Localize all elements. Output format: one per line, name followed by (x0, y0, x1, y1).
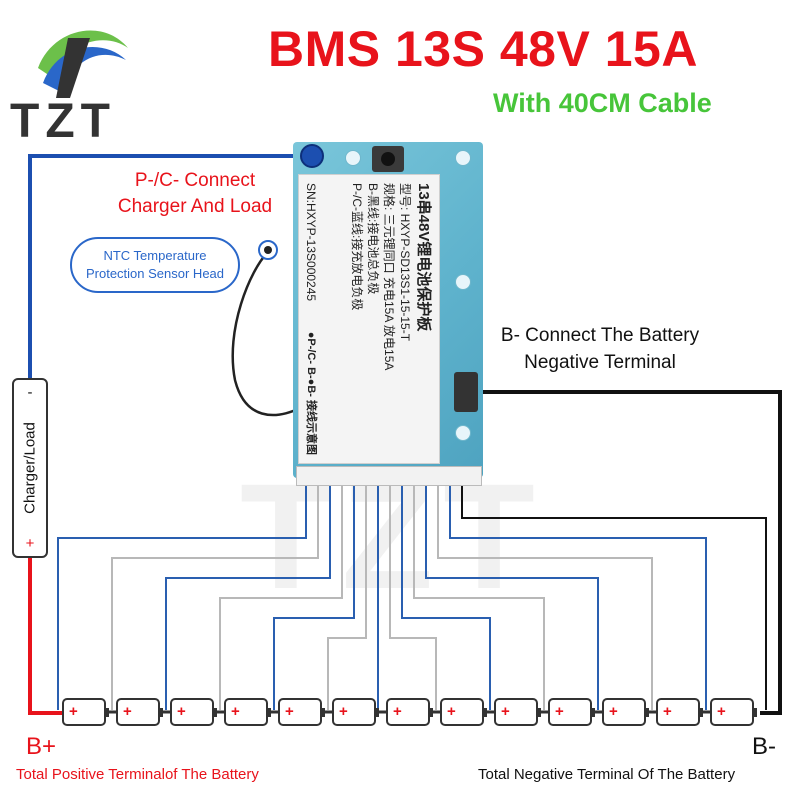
page-title: BMS 13S 48V 15A (268, 21, 698, 77)
sticker-wiring-diagram: 接线示意图 (305, 400, 317, 455)
battery-cell: + (170, 698, 217, 726)
charger-minus-label: - (27, 384, 33, 401)
battery-cell: + (62, 698, 109, 726)
pc-terminal-icon (300, 144, 324, 168)
ntc-line2: Protection Sensor Head (85, 266, 225, 281)
total-negative-label: Total Negative Terminal Of The Battery (478, 766, 736, 783)
b-connect-callout: B- Connect The Battery Negative Terminal (470, 322, 730, 376)
cell-plus: + (501, 703, 510, 720)
b-minus-label: B- (752, 733, 776, 760)
battery-cell: + (440, 698, 487, 726)
battery-negative-wire (478, 390, 782, 715)
b-plus-label: B+ (26, 733, 57, 760)
sticker-pc-mark: ●P-/C- (305, 331, 317, 365)
pc-connect-callout: P-/C- Connect Charger And Load (90, 168, 300, 220)
battery-cell: + (332, 698, 379, 726)
battery-cell: + (602, 698, 649, 726)
charger-load-box: - Charger/Load + (12, 378, 48, 558)
b-connect-line1: B- Connect The Battery (500, 325, 700, 346)
battery-cell: + (548, 698, 595, 726)
cell-plus: + (285, 703, 294, 720)
battery-cell: + (278, 698, 325, 726)
ntc-callout: NTC Temperature Protection Sensor Head (70, 237, 240, 293)
cell-plus: + (663, 703, 672, 720)
battery-cell: + (656, 698, 703, 726)
battery-cell: + (494, 698, 541, 726)
page-subtitle: With 40CM Cable (493, 88, 712, 118)
balance-connector (296, 466, 482, 486)
cell-plus: + (447, 703, 456, 720)
mount-hole (455, 150, 471, 166)
cell-plus: + (717, 703, 726, 720)
b-connect-line2: Negative Terminal (524, 352, 676, 373)
sticker-b-mark: B-●B- (305, 367, 317, 397)
charger-negative-wire (28, 154, 310, 380)
mount-hole (455, 274, 471, 290)
charger-plus-label: + (25, 535, 35, 552)
sticker-line1: 型号: HXYP-SD13S1-15-15-T (398, 183, 412, 342)
cell-plus: + (123, 703, 132, 720)
mount-hole (455, 425, 471, 441)
switch-icon (372, 146, 404, 172)
battery-cell: + (116, 698, 163, 726)
b-terminal-icon (454, 372, 478, 412)
tzt-logo-icon (38, 30, 128, 98)
sticker-sn: SN:HXYP-13S000245 (304, 183, 318, 302)
balance-wires (57, 484, 767, 710)
cell-plus: + (339, 703, 348, 720)
ntc-sensor-wire (231, 251, 301, 417)
mount-hole (345, 150, 361, 166)
sticker-line4: P-/C-蓝线:接充放电负极 (350, 183, 364, 311)
cell-plus: + (231, 703, 240, 720)
cell-plus: + (555, 703, 564, 720)
sticker-line2: 规格: 三元锂同口 充电15A 放电15A (382, 183, 396, 371)
logo-text: TZT (10, 95, 116, 148)
board-sticker: 13串48V锂电池保护板 型号: HXYP-SD13S1-15-15-T 规格:… (298, 174, 440, 464)
sticker-line3: B-黑线:接电池总负极 (366, 183, 380, 295)
ntc-line1: NTC Temperature (103, 248, 207, 263)
battery-cell: + (386, 698, 433, 726)
sticker-model: 13串48V锂电池保护板 (415, 183, 432, 332)
charger-load-label: Charger/Load (21, 422, 39, 514)
cell-plus: + (177, 703, 186, 720)
cell-plus: + (69, 703, 78, 720)
battery-cell: + (710, 698, 757, 726)
battery-positive-wire (28, 556, 62, 715)
cell-plus: + (393, 703, 402, 720)
cell-plus: + (609, 703, 618, 720)
pc-connect-line2: Charger And Load (117, 196, 273, 217)
total-positive-label: Total Positive Terminalof The Battery (16, 766, 259, 783)
pc-connect-line1: P-/C- Connect (134, 170, 256, 191)
battery-cell: + (224, 698, 271, 726)
